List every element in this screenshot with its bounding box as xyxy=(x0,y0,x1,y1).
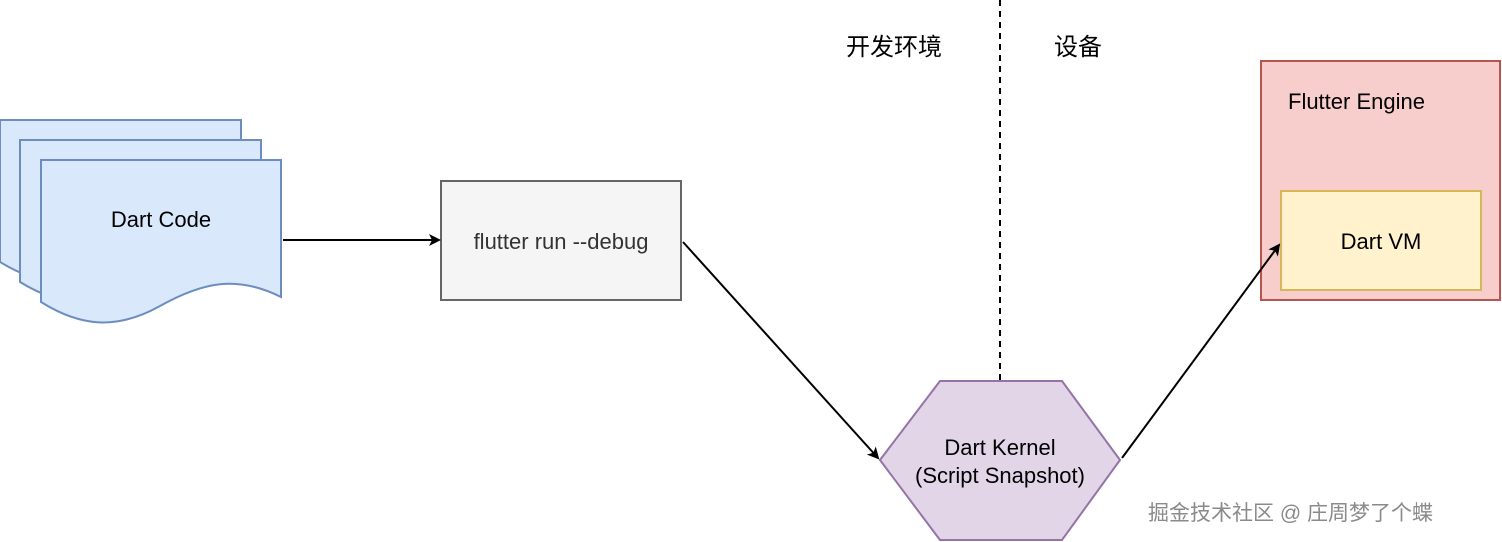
dart-code-label: Dart Code xyxy=(110,207,212,232)
flutter-engine-label: Flutter Engine xyxy=(1288,89,1425,114)
dev-environment-label: 开发环境 xyxy=(846,34,942,61)
dart-kernel-hexagon xyxy=(878,380,1122,541)
arrow-run-to-kernel xyxy=(682,241,880,460)
dart-kernel-label: Dart Kernel xyxy=(944,435,1056,460)
dart-vm-box xyxy=(1280,190,1482,291)
dart-vm-label: Dart VM xyxy=(1340,229,1422,254)
flutter-run-box xyxy=(440,180,682,301)
flutter-run-label: flutter run --debug xyxy=(473,229,649,254)
device-label: 设备 xyxy=(1054,34,1102,61)
watermark: 掘金技术社区 @ 庄周梦了个蝶 xyxy=(1148,502,1433,525)
dart-code-documents xyxy=(0,119,282,324)
arrow-kernel-to-vm xyxy=(1121,243,1281,459)
document-shape-front xyxy=(40,159,282,324)
script-snapshot-label: (Script Snapshot) xyxy=(915,463,1085,488)
